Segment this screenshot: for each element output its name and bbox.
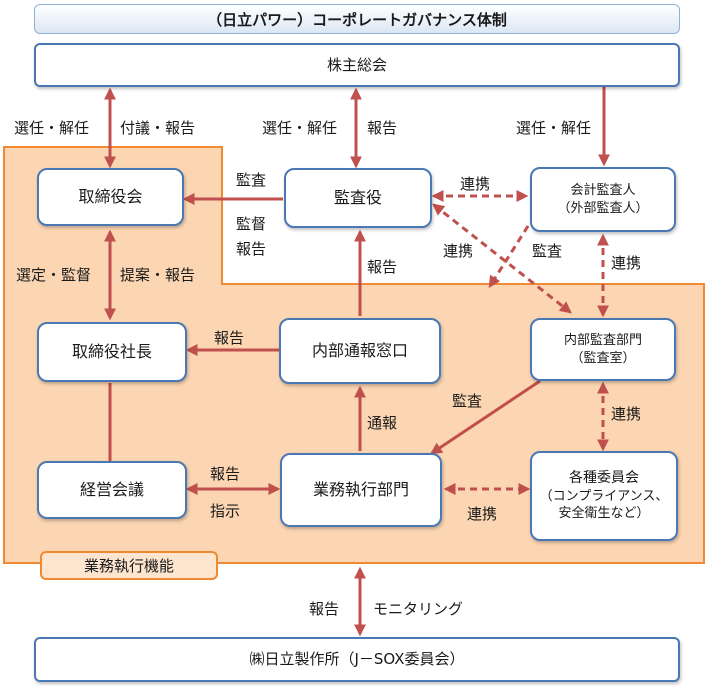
whistleblower-box: 内部通報窓口 (279, 318, 441, 384)
label-aud-ext-coop: 連携 (460, 175, 491, 193)
label-sh-aud-right: 報告 (367, 119, 398, 137)
internal-audit-box: 内部監査部門 （監査室） (530, 318, 676, 381)
arrow-int-biz (430, 379, 541, 455)
label-whistle-pres: 報告 (214, 329, 245, 347)
management-meeting-box: 経営会議 (37, 461, 187, 519)
external-auditor-line1: 会計監査人 (570, 182, 636, 198)
label-board-pres-right: 提案・報告 (120, 266, 196, 284)
label-sh-ext: 選任・解任 (516, 119, 592, 137)
committees-line3: 安全衛生など） (558, 506, 650, 522)
arrow-ext-audit (488, 225, 530, 289)
label-sh-board-left: 選任・解任 (14, 119, 90, 137)
business-function-label: 業務執行機能 (40, 551, 218, 580)
external-auditor-line2: （外部監査人） (557, 200, 649, 216)
label-jsox-monitoring: モニタリング (373, 600, 464, 618)
page-title: （日立パワー）コーポレートガバナンス体制 (34, 4, 680, 34)
committees-box: 各種委員会 （コンプライアンス、 安全衛生など） (530, 451, 678, 541)
business-dept-label: 業務執行部門 (312, 480, 409, 500)
board-box: 取締役会 (37, 168, 184, 226)
president-box: 取締役社長 (37, 322, 187, 382)
label-biz-whistle: 通報 (367, 414, 398, 432)
label-mgmt-biz-report: 報告 (210, 465, 241, 483)
business-dept-box: 業務執行部門 (280, 453, 442, 527)
external-auditor-box: 会計監査人 （外部監査人） (530, 167, 676, 232)
label-aud-board-audit: 監査 (236, 171, 267, 189)
label-ext-int-audit: 監査 (532, 242, 563, 260)
jsox-box: ㈱日立製作所（J－SOX委員会） (34, 637, 680, 682)
label-int-comm-coop: 連携 (611, 405, 642, 423)
management-meeting-label: 経営会議 (79, 480, 144, 500)
internal-audit-line1: 内部監査部門 (563, 332, 642, 348)
label-int-biz-audit: 監査 (452, 392, 483, 410)
label-biz-comm-coop: 連携 (467, 505, 498, 523)
auditors-box: 監査役 (284, 168, 432, 228)
shareholders-box: 株主総会 (34, 43, 680, 87)
committees-line1: 各種委員会 (569, 470, 639, 486)
arrow-aud-int (432, 203, 572, 314)
committees-line2: （コンプライアンス、 (539, 488, 669, 504)
auditors-label: 監査役 (333, 188, 382, 208)
label-jsox-report: 報告 (309, 600, 340, 618)
shareholders-label: 株主総会 (326, 55, 387, 74)
label-sh-aud-left: 選任・解任 (262, 119, 338, 137)
label-aud-board-supervise: 監督 (236, 215, 267, 233)
internal-audit-line2: （監査室） (570, 350, 636, 366)
jsox-label: ㈱日立製作所（J－SOX委員会） (249, 650, 465, 669)
label-ext-int-coop: 連携 (611, 254, 642, 272)
label-aud-board-report: 報告 (236, 240, 267, 258)
board-label: 取締役会 (78, 187, 143, 207)
whistleblower-label: 内部通報窓口 (311, 341, 408, 361)
label-mgmt-biz-instr: 指示 (210, 502, 241, 520)
label-aud-int-coop: 連携 (443, 242, 474, 260)
label-whistle-aud: 報告 (367, 258, 398, 276)
label-sh-board-right: 付議・報告 (120, 119, 196, 137)
president-label: 取締役社長 (71, 342, 152, 362)
label-board-pres-left: 選定・監督 (16, 266, 92, 284)
